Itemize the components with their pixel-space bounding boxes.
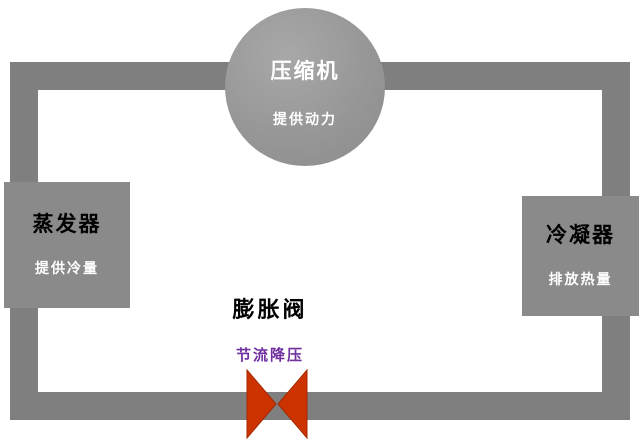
evaporator-title: 蒸发器: [32, 212, 102, 237]
condenser-title: 冷凝器: [546, 223, 615, 248]
condenser-subtitle: 排放热量: [548, 271, 613, 288]
expansion-valve-icon: [246, 368, 308, 440]
expansion-valve-title: 膨胀阀: [232, 298, 308, 323]
condenser-node: 冷凝器 排放热量: [522, 196, 639, 316]
compressor-subtitle: 提供动力: [273, 111, 337, 128]
evaporator-node: 蒸发器 提供冷量: [4, 182, 130, 308]
compressor-node: 压缩机 提供动力: [225, 8, 385, 166]
expansion-valve-subtitle: 节流降压: [235, 346, 304, 364]
evaporator-subtitle: 提供冷量: [35, 260, 99, 277]
pipe-bottom: [10, 392, 630, 420]
compressor-title: 压缩机: [270, 59, 340, 84]
